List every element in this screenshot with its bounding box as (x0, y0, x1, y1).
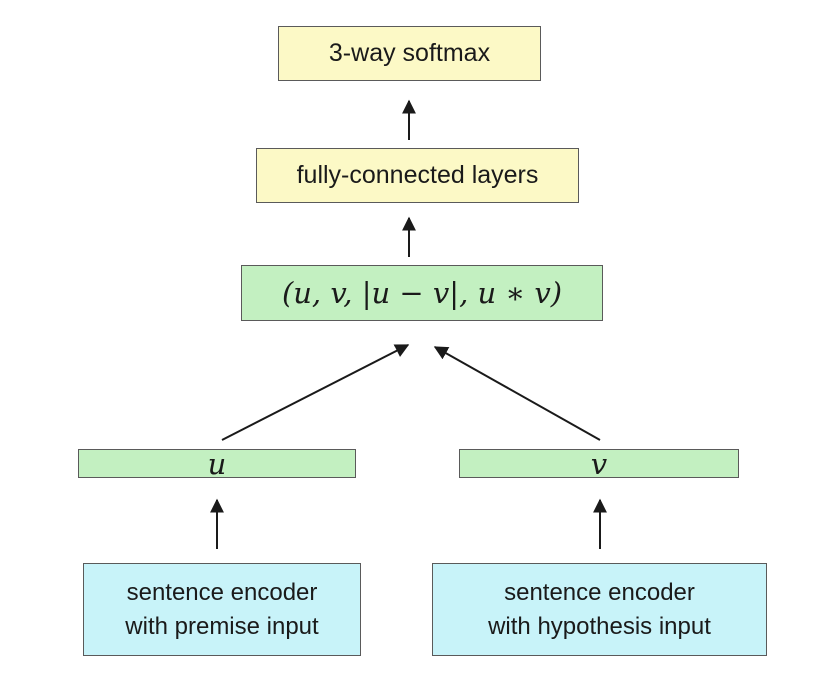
fully-connected-layers-box: fully-connected layers (256, 148, 579, 203)
premise-encoder-line1: sentence encoder (126, 578, 318, 606)
fully-connected-label: fully-connected layers (296, 161, 539, 189)
arrow-u-to-concat (221, 344, 410, 441)
v-label: v (590, 446, 608, 481)
hypothesis-sentence-encoder-box: sentence encoder with hypothesis input (432, 563, 767, 656)
hypothesis-encoder-line1: sentence encoder (504, 578, 695, 606)
hypothesis-embedding-v-box: v (459, 446, 739, 481)
arrow-v-to-concat (433, 346, 601, 441)
softmax-label: 3-way softmax (328, 39, 491, 67)
u-label: u (207, 446, 227, 481)
premise-sentence-encoder-box: sentence encoder with premise input (83, 563, 361, 656)
premise-embedding-u-box: u (78, 446, 356, 481)
feature-concatenation-box: (u, v, |u − v|, u ∗ v) (241, 265, 603, 321)
hypothesis-encoder-line2: with hypothesis input (488, 612, 711, 640)
premise-encoder-line2: with premise input (125, 612, 319, 640)
softmax-box: 3-way softmax (278, 26, 541, 81)
concatenation-formula: (u, v, |u − v|, u ∗ v) (281, 276, 563, 310)
